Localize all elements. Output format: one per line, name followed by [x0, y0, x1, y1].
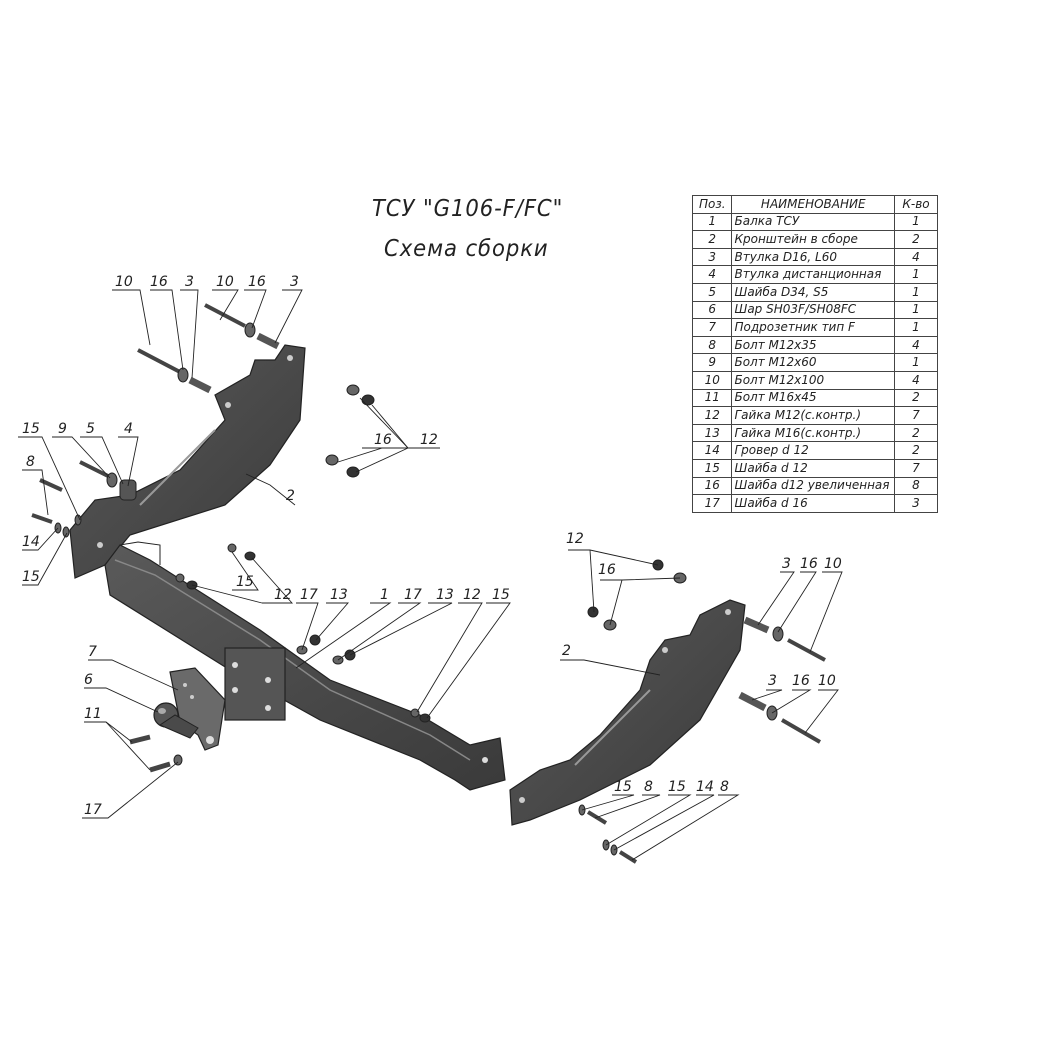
- callout-label: 6: [84, 672, 93, 688]
- tow-beam: [104, 541, 506, 791]
- row-qty: 2: [894, 441, 938, 460]
- callout-label: 16: [150, 274, 168, 290]
- callout-label: 16: [800, 556, 818, 572]
- callout-label: 17: [404, 587, 422, 603]
- row-name: Шайба d12 увеличенная: [731, 476, 895, 496]
- spec-table-header-row: Поз. НАИМЕНОВАНИЕ К-во: [691, 195, 938, 214]
- callout-label: 8: [644, 779, 653, 795]
- row-name: Шайба d 16: [731, 494, 895, 513]
- callout-label: 3: [290, 274, 299, 290]
- callout-label: 17: [300, 587, 318, 603]
- callout-label: 12: [566, 531, 584, 547]
- callout-label: 2: [286, 488, 295, 504]
- callout-label: 3: [185, 274, 194, 290]
- callout-label: 1: [380, 587, 389, 603]
- callout-label: 7: [88, 644, 97, 660]
- callout-label: 15: [668, 779, 686, 795]
- callout-label: 16: [374, 432, 392, 448]
- callout-label: 14: [696, 779, 714, 795]
- callout-label: 16: [792, 673, 810, 689]
- callout-labels: 10 16 3 10 16 3 16 12 15 9 5 4 8 2 14 15…: [22, 274, 842, 818]
- callout-label: 8: [720, 779, 729, 795]
- callout-label: 3: [768, 673, 777, 689]
- tow-ball: [153, 702, 199, 739]
- callout-label: 16: [598, 562, 616, 578]
- left-bracket: [69, 344, 306, 579]
- row-qty: 1: [894, 282, 938, 302]
- header-pos: Поз.: [691, 195, 733, 214]
- callout-label: 12: [463, 587, 481, 603]
- callout-label: 12: [274, 587, 292, 603]
- callout-label: 15: [492, 587, 510, 603]
- callout-label: 10: [824, 556, 842, 572]
- row-name: Болт М12х60: [731, 353, 895, 372]
- drawing-subtitle: Схема сборки: [384, 236, 549, 262]
- callout-label: 2: [562, 643, 571, 659]
- callout-label: 10: [216, 274, 234, 290]
- callout-label: 14: [22, 534, 40, 550]
- row-pos: 12: [691, 406, 733, 425]
- callout-label: 15: [22, 569, 40, 585]
- drawing-title: ТСУ "G106-F/FC": [372, 196, 564, 222]
- callout-label: 12: [420, 432, 438, 448]
- callout-label: 8: [26, 454, 35, 470]
- callout-label: 17: [84, 802, 102, 818]
- callout-label: 13: [436, 587, 454, 603]
- callout-label: 10: [115, 274, 133, 290]
- callout-label: 10: [818, 673, 836, 689]
- row-name: Болт М12х100: [731, 370, 895, 390]
- callout-label: 15: [22, 421, 40, 437]
- right-bracket: [509, 599, 746, 826]
- row-pos: 11: [691, 388, 733, 408]
- callout-label: 15: [236, 574, 254, 590]
- socket-plate: [169, 667, 226, 751]
- row-name: Кронштейн в сборе: [731, 230, 895, 249]
- row-pos: 10: [691, 370, 733, 390]
- callout-label: 4: [124, 421, 133, 437]
- callout-label: 11: [84, 706, 102, 722]
- callout-label: 16: [248, 274, 266, 290]
- row-name: Шайба D34, S5: [731, 282, 895, 302]
- callout-label: 9: [58, 421, 67, 437]
- callout-label: 3: [782, 556, 791, 572]
- callout-label: 15: [614, 779, 632, 795]
- leader-lines: [18, 289, 843, 861]
- row-pos: 6: [691, 300, 733, 320]
- callout-label: 5: [86, 421, 95, 437]
- row-pos: 14: [691, 441, 733, 460]
- callout-label: 13: [330, 587, 348, 603]
- row-name: Шар SH03F/SH08FC: [731, 300, 895, 320]
- row-pos: 17: [691, 494, 733, 513]
- row-name: Втулка дистанционная: [731, 265, 895, 284]
- row-qty: 3: [894, 494, 938, 513]
